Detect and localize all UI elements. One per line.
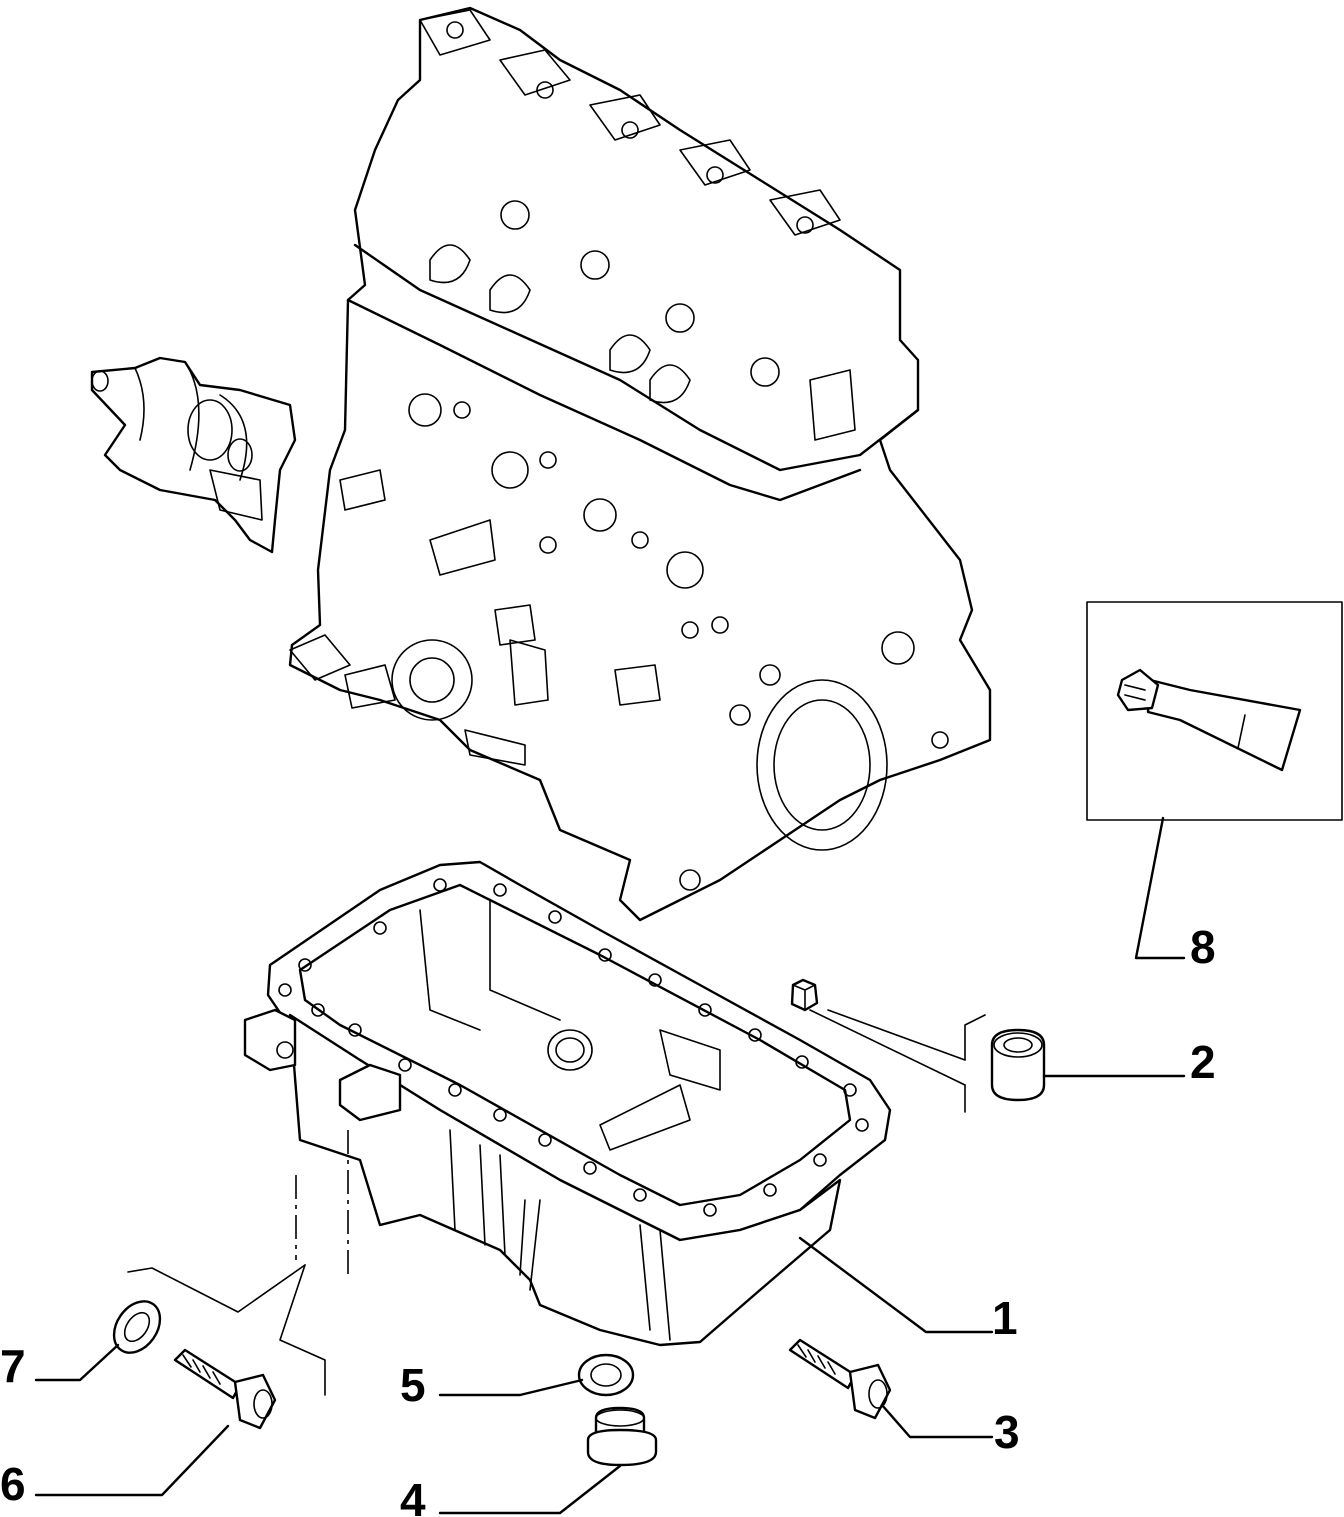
flange-bolt-holes — [278, 878, 869, 1217]
sealing-washer-7 — [112, 1300, 162, 1354]
bushing — [790, 978, 1046, 1113]
callout-7: 7 — [0, 1340, 26, 1392]
sealant-tube-box — [1086, 601, 1343, 821]
engine-block — [288, 6, 992, 922]
drain-plug — [586, 1406, 658, 1467]
callout-4: 4 — [400, 1474, 426, 1517]
callout-numbers: 1 2 3 4 5 6 7 8 — [0, 921, 1216, 1517]
callout-8: 8 — [1190, 921, 1216, 973]
leader-lines — [34, 816, 1186, 1515]
callout-3: 3 — [994, 1406, 1020, 1458]
crankshaft — [90, 356, 297, 554]
sealing-washer-5 — [577, 1353, 635, 1397]
callout-2: 2 — [1190, 1036, 1216, 1088]
assembly-lines — [127, 1130, 349, 1396]
callout-5: 5 — [400, 1359, 426, 1411]
oil-sump — [243, 860, 892, 1347]
callout-6: 6 — [0, 1458, 26, 1510]
bolt-6 — [173, 1348, 277, 1430]
bolt-3 — [788, 1338, 892, 1420]
sealant-tube — [1116, 668, 1302, 772]
callout-1: 1 — [992, 1292, 1018, 1344]
